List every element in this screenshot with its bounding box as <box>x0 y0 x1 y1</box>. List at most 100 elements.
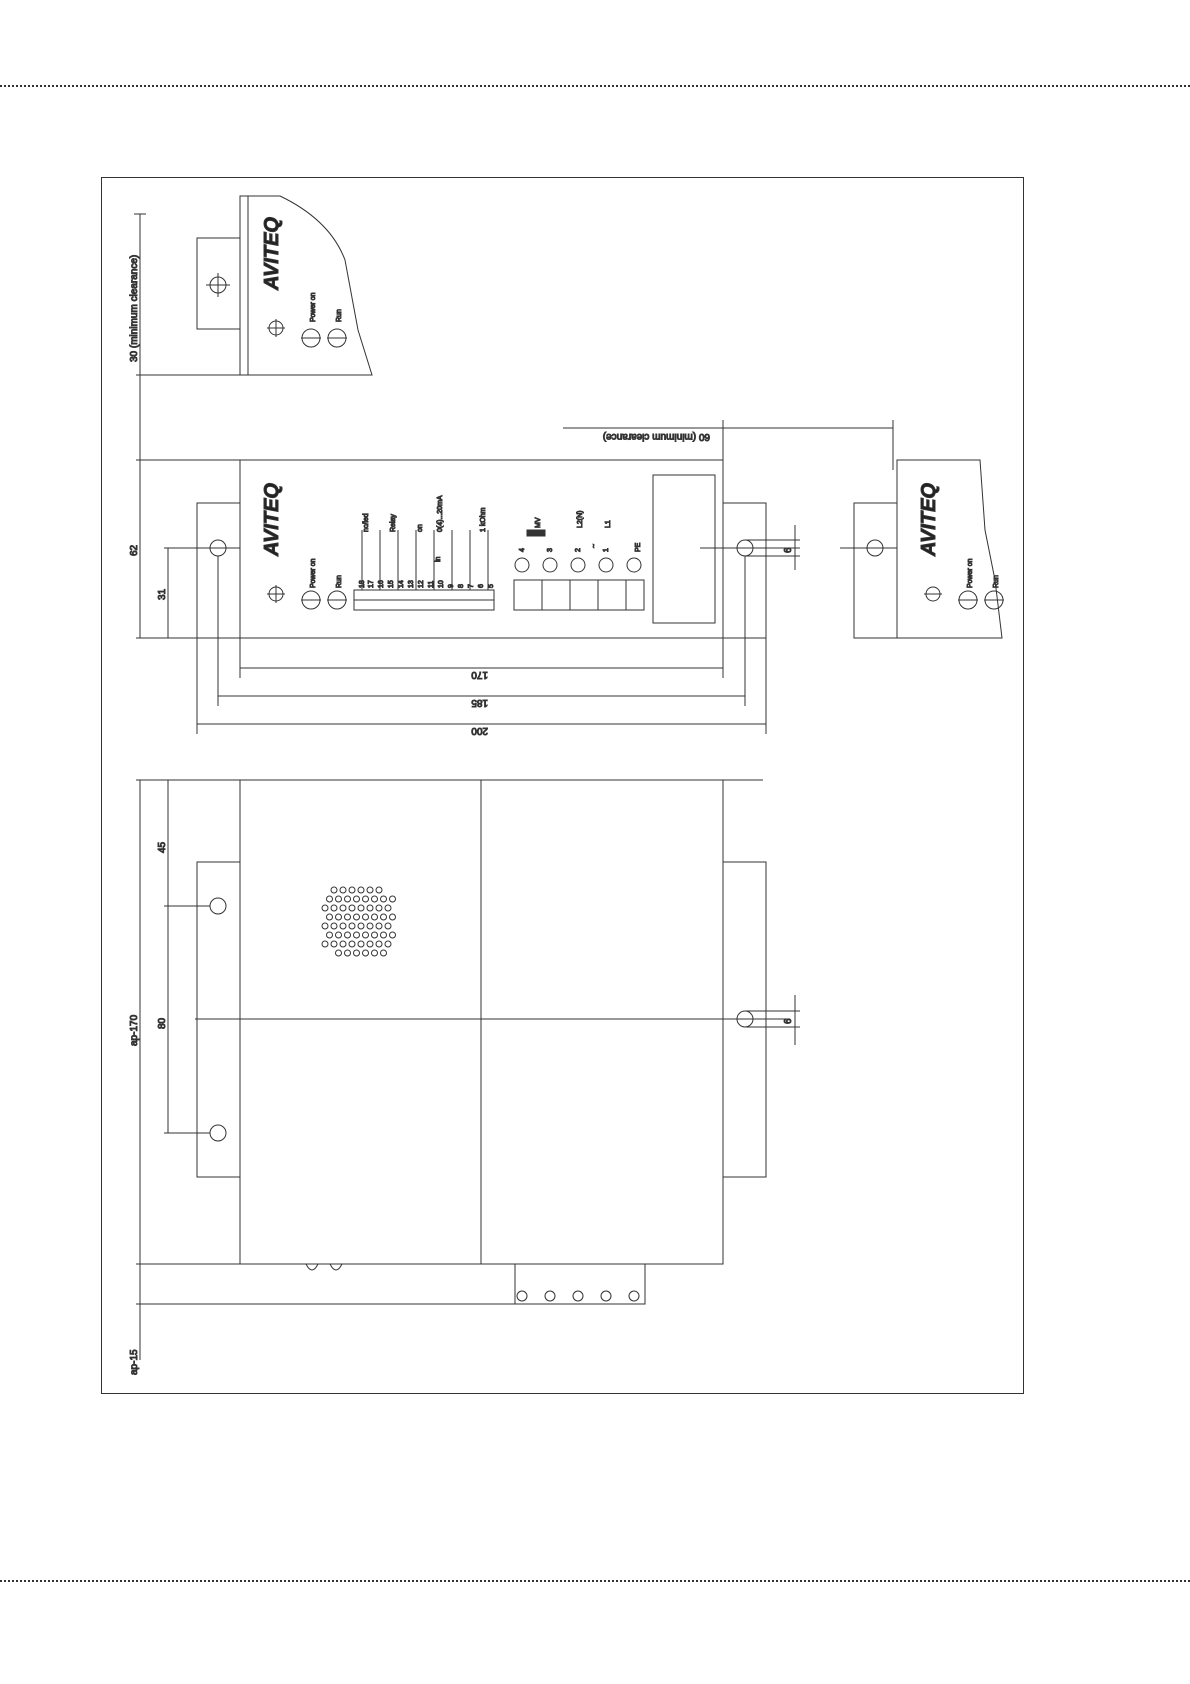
terminal-number: 8 <box>458 584 465 588</box>
terminal-number: 5 <box>488 584 495 588</box>
vent-hole <box>363 914 369 920</box>
vent-hole <box>390 914 396 920</box>
terminal-label-mv: MV <box>535 517 542 528</box>
vent-hole <box>390 896 396 902</box>
terminal-label-tilde: ~ <box>591 544 598 548</box>
vent-hole <box>349 941 355 947</box>
led-run-label-right: Run <box>993 575 1000 588</box>
terminal-number: 16 <box>378 580 385 588</box>
terminal-number: 11 <box>428 581 435 588</box>
vent-hole <box>381 914 387 920</box>
top-45-label: 45 <box>157 841 168 853</box>
vent-hole <box>385 905 391 911</box>
vent-hole <box>358 887 364 893</box>
plan-view-housing <box>195 780 790 1304</box>
vent-hole <box>336 950 342 956</box>
vent-hole <box>327 914 333 920</box>
width-170-label: 170 <box>471 669 488 680</box>
terminal-label-l2n: L2(N) <box>577 510 584 528</box>
vent-hole <box>367 905 373 911</box>
hole-6-label-front: 6 <box>783 547 794 553</box>
brand-logo-front: AVITEQ <box>261 483 283 557</box>
led-power-label-right: Power on <box>967 558 974 588</box>
vent-hole <box>363 950 369 956</box>
vent-hole <box>376 941 382 947</box>
terminal-label-0-20ma: 0(4)...20mA <box>437 495 444 532</box>
terminal-number: 12 <box>418 580 425 588</box>
height-31-label: 31 <box>157 588 168 600</box>
vent-hole <box>354 932 360 938</box>
vent-hole <box>376 887 382 893</box>
side-clearance-label: 60 (minimum clearance) <box>603 431 710 442</box>
vent-hole <box>385 941 391 947</box>
vent-hole <box>372 896 378 902</box>
vent-hole <box>345 896 351 902</box>
vent-hole <box>358 923 364 929</box>
width-185-label: 185 <box>471 697 488 708</box>
vent-hole <box>367 887 373 893</box>
vent-hole <box>372 914 378 920</box>
led-run-label-front: Run <box>336 575 343 588</box>
vent-hole <box>336 932 342 938</box>
vent-hole <box>336 914 342 920</box>
vent-hole <box>331 905 337 911</box>
vent-hole <box>358 905 364 911</box>
vent-hole <box>331 887 337 893</box>
led-run-label-top: Run <box>336 309 343 322</box>
vent-hole <box>349 923 355 929</box>
vent-hole <box>363 932 369 938</box>
terminal-label-l1: L1 <box>605 520 612 528</box>
vent-hole <box>322 905 328 911</box>
vent-hole <box>340 941 346 947</box>
vent-hole <box>340 887 346 893</box>
terminal-number: 2 <box>575 548 582 552</box>
terminal-number: 14 <box>398 580 405 588</box>
vent-hole <box>381 932 387 938</box>
terminal-number: 3 <box>547 548 554 552</box>
vent-hole <box>331 923 337 929</box>
vent-hole <box>340 905 346 911</box>
led-power-label-top: Power on <box>310 292 317 322</box>
terminal-number: 17 <box>368 580 375 588</box>
top-clearance-dimension <box>134 214 240 460</box>
terminal-label-nc: nc/led <box>363 513 370 532</box>
vent-grid <box>322 887 396 956</box>
vent-hole <box>372 950 378 956</box>
vent-hole <box>349 905 355 911</box>
vent-hole <box>363 896 369 902</box>
terminal-numbers-left: 18 17 16 15 14 13 12 11 10 9 8 7 6 5 <box>359 580 495 588</box>
height-62-label: 62 <box>129 544 140 556</box>
partial-front-view-top <box>197 196 372 375</box>
vent-hole <box>358 941 364 947</box>
width-200-label: 200 <box>471 725 488 736</box>
vent-hole <box>354 914 360 920</box>
vent-hole <box>345 914 351 920</box>
terminal-label-1kohm: 1 kOhm <box>480 507 487 532</box>
vent-hole <box>345 950 351 956</box>
vent-hole <box>349 887 355 893</box>
plan-view-dimensions <box>136 780 800 1360</box>
brand-logo-right: AVITEQ <box>918 483 940 557</box>
terminal-label-in: in <box>435 556 442 562</box>
vent-hole <box>376 905 382 911</box>
side-clearance-dimension <box>563 420 893 470</box>
vent-hole <box>372 932 378 938</box>
terminal-label-relay: Relay <box>390 514 397 532</box>
height-dimensions <box>136 460 240 638</box>
vent-hole <box>345 932 351 938</box>
vent-hole <box>385 923 391 929</box>
vent-hole <box>322 923 328 929</box>
depth-bottom-label: ap-15 <box>129 1349 140 1375</box>
terminal-number: 9 <box>448 584 455 588</box>
vent-hole <box>381 896 387 902</box>
vent-hole <box>331 941 337 947</box>
vent-hole <box>354 950 360 956</box>
vent-hole <box>327 932 333 938</box>
depth-label: ap-170 <box>129 1014 140 1046</box>
vent-hole <box>336 896 342 902</box>
led-power-label-front: Power on <box>310 558 317 588</box>
top-80-label: 80 <box>157 1017 168 1029</box>
terminal-number: 1 <box>603 548 610 552</box>
vent-hole <box>367 923 373 929</box>
vent-hole <box>322 941 328 947</box>
